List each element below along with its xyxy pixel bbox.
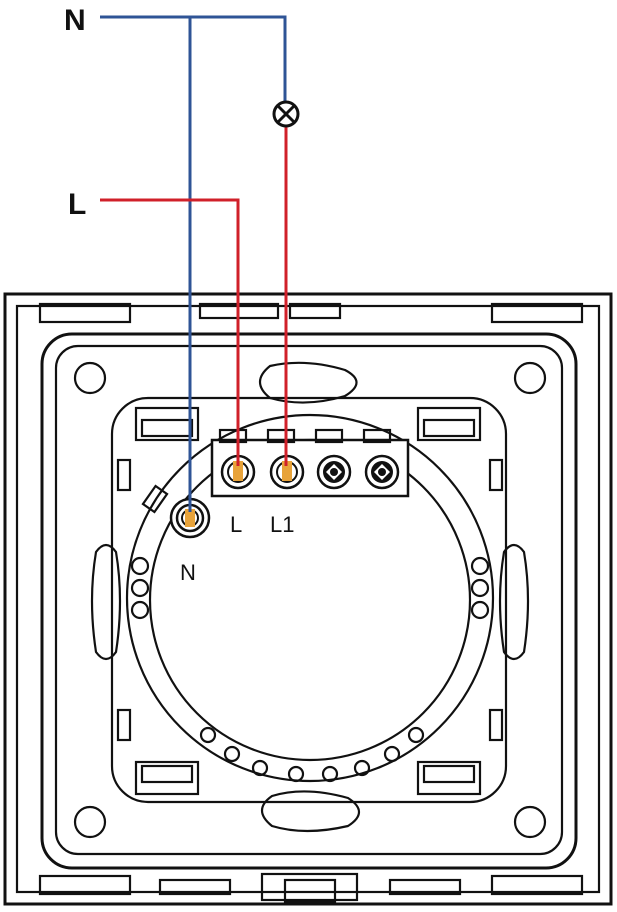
terminal-neutral-label: N (180, 560, 196, 585)
terminal-screw-unused-2 (364, 454, 400, 490)
bottom-clips (38, 872, 584, 904)
terminal-live-label: L (230, 512, 242, 537)
side-bumps (130, 556, 490, 620)
terminal-contact-L1 (282, 461, 292, 481)
terminal-contact-N (185, 509, 195, 527)
slot-right (498, 543, 530, 661)
screw-hole-bottom-left (73, 805, 107, 839)
switch-back-housing (3, 292, 613, 906)
outer-frame (3, 292, 613, 906)
neutral-wire (100, 15, 287, 512)
terminal-contact-L (233, 461, 243, 481)
lamp-symbol-icon (272, 100, 300, 128)
screw-hole-bottom-right (513, 805, 547, 839)
mounting-plate-inner (54, 344, 564, 856)
module-tabs (116, 406, 504, 796)
screw-hole-top-left (73, 361, 107, 395)
ring-tab (141, 484, 169, 514)
mounting-plate (40, 332, 578, 870)
slot-left (90, 543, 122, 661)
terminal-screw-unused-1 (316, 454, 352, 490)
module-body-ring (125, 413, 495, 783)
top-clips (38, 302, 584, 324)
module-frame (110, 396, 508, 804)
live-wire (100, 198, 240, 466)
supply-neutral-label: N (64, 4, 86, 37)
screw-hole-top-right (513, 361, 547, 395)
inner-frame (15, 304, 601, 894)
supply-live-label: L (68, 188, 86, 221)
terminal-load-label: L1 (270, 512, 294, 537)
terminal-screw-N (169, 497, 211, 539)
slot-top (258, 361, 358, 404)
module-teeth (199, 726, 425, 783)
terminal-block-tabs (218, 428, 392, 444)
slot-bottom (260, 790, 361, 833)
